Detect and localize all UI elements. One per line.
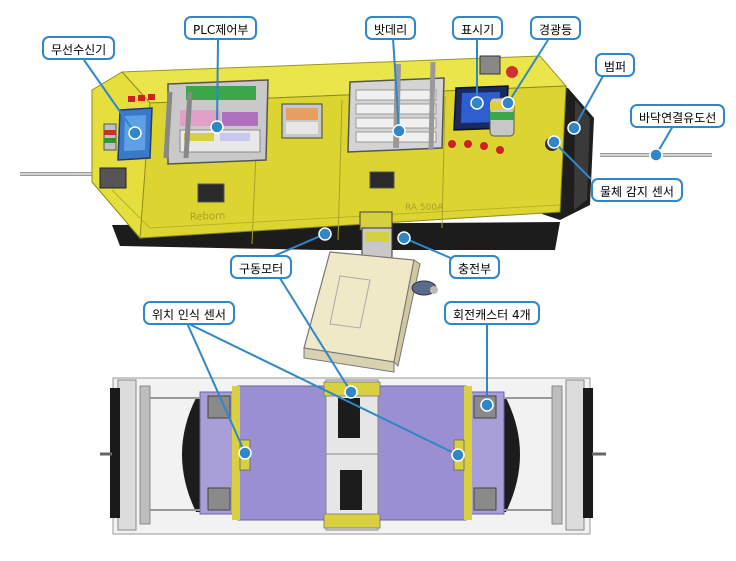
callout-dot-battery bbox=[392, 124, 406, 138]
side-id-marking: RA 500A bbox=[405, 203, 444, 213]
callout-dot-warning-light bbox=[501, 96, 515, 110]
label-position-sensor: 위치 인식 센서 bbox=[143, 301, 235, 325]
callout-dot-display bbox=[470, 96, 484, 110]
label-caster: 회전캐스터 4개 bbox=[444, 301, 540, 325]
callout-line-warning-light bbox=[507, 39, 549, 104]
label-bumper: 범퍼 bbox=[595, 53, 636, 77]
callout-dot-drive-motor-bottom bbox=[344, 385, 358, 399]
callout-dot-drive-motor-top bbox=[318, 227, 332, 241]
callout-dot-wireless-receiver bbox=[128, 126, 142, 140]
label-drive-motor: 구동모터 bbox=[230, 255, 293, 279]
callout-dot-position-left bbox=[238, 446, 252, 460]
callout-dot-caster bbox=[480, 398, 494, 412]
label-display: 표시기 bbox=[452, 16, 504, 40]
callout-line-plc-control bbox=[216, 39, 219, 128]
label-warning-light: 경광등 bbox=[530, 16, 582, 40]
label-plc-control: PLC제어부 bbox=[184, 16, 258, 40]
drive-unit-illustration bbox=[303, 211, 438, 373]
callout-dot-plc-control bbox=[210, 120, 224, 134]
label-object-sensor: 물체 감지 센서 bbox=[591, 178, 683, 202]
callout-dot-floor-guide bbox=[649, 148, 663, 162]
callout-line-position-right bbox=[186, 322, 459, 456]
callout-dot-charging bbox=[397, 231, 411, 245]
label-floor-guide-line: 바닥연결유도선 bbox=[630, 104, 726, 128]
callout-line-battery bbox=[392, 37, 400, 132]
callout-line-object-sensor bbox=[553, 141, 592, 180]
callout-lines bbox=[83, 37, 674, 456]
label-wireless-receiver: 무선수신기 bbox=[42, 36, 116, 60]
callout-dot-position-right bbox=[451, 448, 465, 462]
callout-dot-object-sensor bbox=[547, 135, 561, 149]
callout-line-wireless-receiver bbox=[83, 59, 136, 134]
callout-dots bbox=[128, 96, 663, 462]
label-battery: 밧데리 bbox=[365, 16, 417, 40]
callout-line-position-left bbox=[186, 322, 246, 454]
callout-line-drive-motor-top bbox=[273, 233, 326, 257]
agv-layout-illustration bbox=[100, 377, 606, 535]
svg-text:Reborn: Reborn bbox=[190, 211, 226, 223]
callout-dot-bumper bbox=[567, 121, 581, 135]
callout-line-bumper bbox=[573, 75, 604, 129]
callout-line-drive-motor-bottom bbox=[277, 274, 352, 393]
label-charging-unit: 충전부 bbox=[449, 255, 501, 279]
